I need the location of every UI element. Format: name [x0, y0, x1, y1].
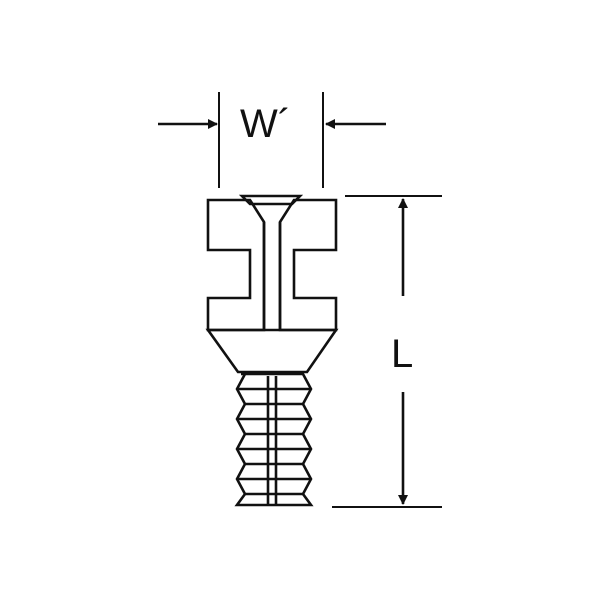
terminal-body [205, 194, 339, 507]
width-label: W´ [240, 102, 292, 146]
receptacle-right-half [278, 198, 338, 332]
crimp-barrel-ridges [237, 387, 311, 496]
length-dimension [332, 195, 442, 508]
tapered-transition [205, 328, 339, 374]
length-label: L [391, 332, 414, 376]
receptacle-left-half [206, 198, 266, 332]
width-dimension [158, 92, 386, 188]
crimp-barrel [234, 372, 314, 507]
